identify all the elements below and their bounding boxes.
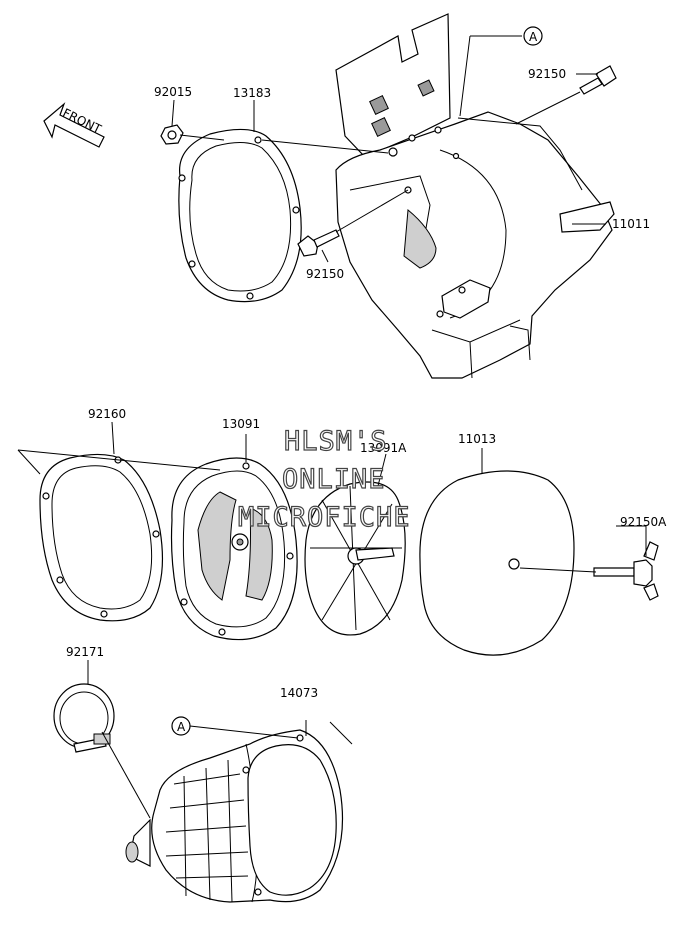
label-92160: 92160 [88,407,126,421]
cage-13091A [304,481,406,636]
label-92150-mid: 92150 [306,267,344,281]
ref-marker-bottom-label: A [177,720,186,734]
label-13091A: 13091A [360,441,407,455]
label-92015: 92015 [154,85,192,99]
ref-marker-top-label: A [529,30,538,44]
label-92150-top: 92150 [528,67,566,81]
gasket-92160 [39,453,164,622]
front-arrow: FRONT [43,102,105,148]
label-92150A: 92150A [620,515,667,529]
ref-marker-top: A [523,26,543,46]
bolt-92150-top [579,65,617,95]
watermark-line1: HLSM'S [284,426,388,457]
label-11013: 11013 [458,432,496,446]
label-92171: 92171 [66,645,104,659]
leader-lines [17,35,647,819]
label-13183: 13183 [233,86,271,100]
watermark-line3: MICROFICHE [238,502,411,533]
wing-bolt-92150A [593,541,659,601]
gasket-13183 [178,128,302,303]
nut-92015 [160,124,184,145]
air-box-11011 [335,13,615,379]
frame-13091 [170,457,298,641]
bolt-92150-mid [297,229,340,257]
label-11011: 11011 [612,217,650,231]
clamp-92171 [53,683,115,753]
label-13091: 13091 [222,417,260,431]
watermark: HLSM'S ONLINE MICROFICHE [237,425,411,533]
ref-marker-bottom: A [171,716,191,736]
label-14073: 14073 [280,686,318,700]
duct-14073 [125,729,344,903]
filter-11013 [419,470,575,656]
watermark-line2: ONLINE [282,464,386,495]
